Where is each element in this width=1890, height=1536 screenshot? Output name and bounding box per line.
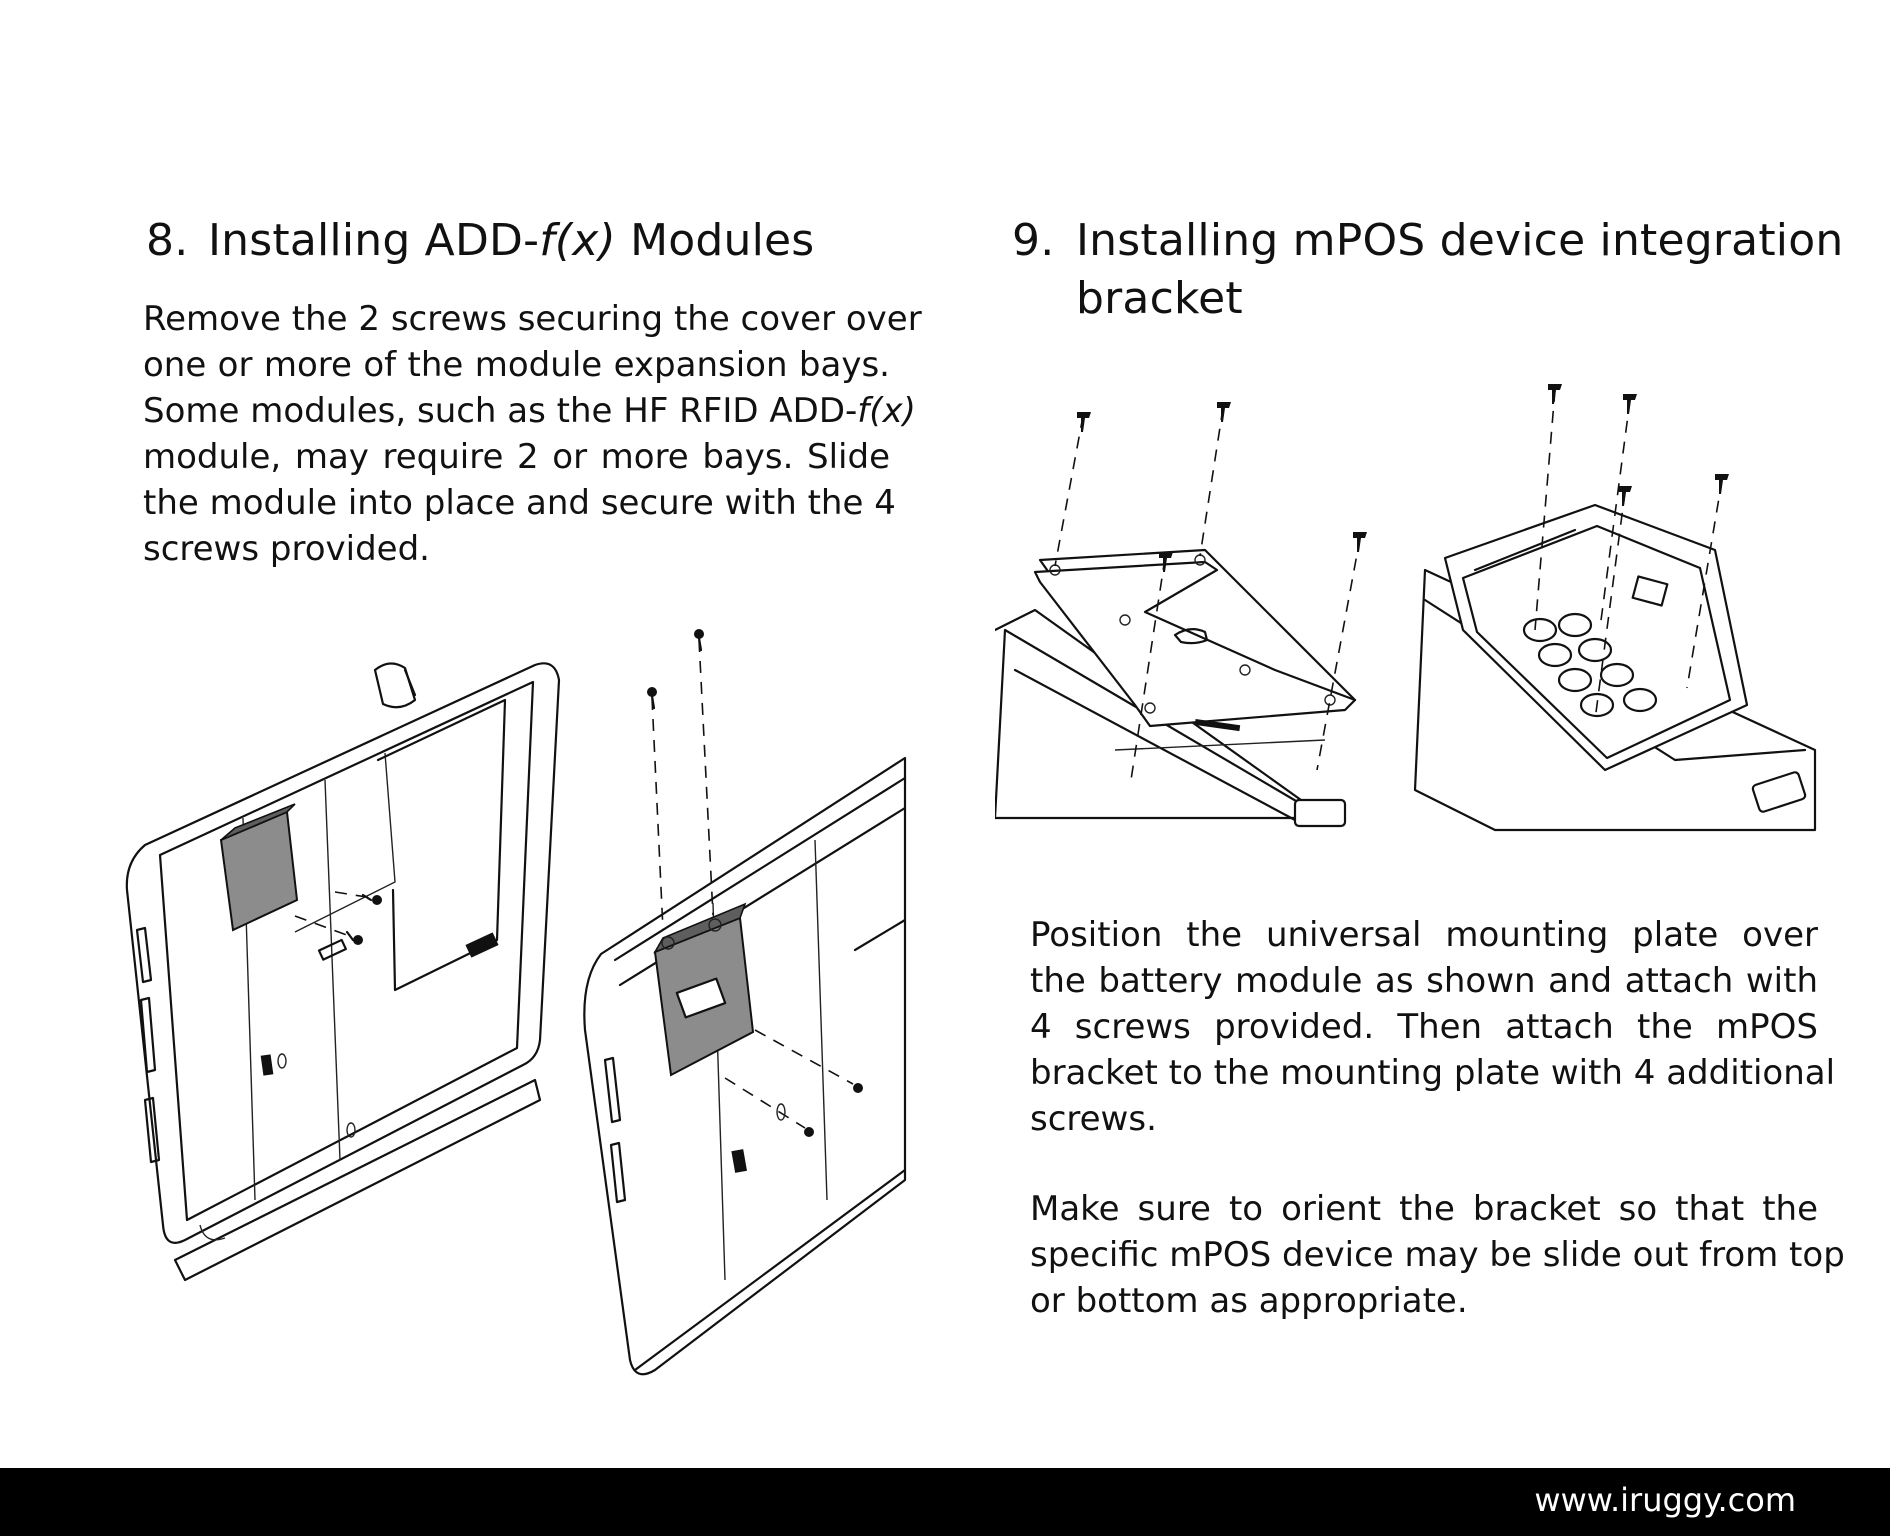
section-9-p2-line-2: specific mPOS device may be slide out fr… — [1030, 1235, 1845, 1275]
bracket-bosses — [1522, 612, 1658, 718]
section-8-line-3-italic: f(x) — [857, 391, 916, 431]
section-9-title-line-2: bracket — [1076, 273, 1243, 324]
mpos-bracket-assembly — [1413, 384, 1817, 832]
section-8-title-suffix: Modules — [615, 215, 815, 266]
section-8-line-3: Some modules, such as the HF RFID ADD-f(… — [143, 388, 916, 434]
add-fx-module-illustration — [125, 629, 907, 1376]
mounting-plate-assembly — [995, 402, 1367, 828]
section-9-paragraph-2: Make sure to orient the bracket so that … — [1030, 1186, 1845, 1324]
section-8-title: 8. Installing ADD-f(x) Modules — [146, 212, 814, 270]
mpos-bracket-illustration — [995, 384, 1817, 832]
section-9-p1-line-5: screws. — [1030, 1099, 1157, 1139]
section-8-line-4: module, may require 2 or more bays. Slid… — [143, 434, 890, 480]
footer-bar: www.iruggy.com — [0, 1468, 1890, 1536]
section-9-number: 9. — [1012, 215, 1055, 266]
section-8-line-6: screws provided. — [143, 526, 890, 572]
section-8-line-2: one or more of the module expansion bays… — [143, 342, 890, 388]
section-8-number: 8. — [146, 215, 189, 266]
section-9-p2-line-3: or bottom as appropriate. — [1030, 1281, 1468, 1321]
section-9-p1-line-1: Position the universal mounting plate ov… — [1030, 915, 1818, 955]
section-8-title-italic: f(x) — [539, 215, 616, 266]
section-8-line-4-text: module, may require 2 or more bays. Slid… — [143, 437, 890, 477]
section-8-line-1-text: Remove the 2 screws securing the cover o… — [143, 299, 922, 339]
tablet-back-view-right — [583, 629, 907, 1376]
section-8-line-5: the module into place and secure with th… — [143, 480, 896, 526]
section-9-paragraph-1: Position the universal mounting plate ov… — [1030, 912, 1836, 1142]
section-9-p1-line-3: 4 screws provided. Then attach the mPOS — [1030, 1007, 1818, 1047]
section-8-line-1: Remove the 2 screws securing the cover o… — [143, 296, 922, 342]
section-9-p1-line-4: bracket to the mounting plate with 4 add… — [1030, 1053, 1836, 1093]
tablet-back-view-left — [125, 662, 561, 1282]
section-9-title-line-1: Installing mPOS device integration — [1076, 215, 1844, 266]
section-9-p1-line-2: the battery module as shown and attach w… — [1030, 961, 1818, 1001]
section-8-line-2-text: one or more of the module expansion bays… — [143, 345, 890, 385]
section-8-paragraph: Remove the 2 screws securing the cover o… — [143, 296, 922, 572]
section-9-p2-line-1: Make sure to orient the bracket so that … — [1030, 1189, 1818, 1229]
section-8-title-text: Installing ADD- — [208, 215, 540, 266]
section-8-line-5-text: the module into place and secure with th… — [143, 483, 896, 523]
section-8-line-6-text: screws provided. — [143, 529, 430, 569]
section-8-line-3-text: Some modules, such as the HF RFID ADD- — [143, 391, 858, 431]
footer-website-link[interactable]: www.iruggy.com — [1534, 1481, 1796, 1519]
section-9-title: 9. Installing mPOS device integration bra… — [1012, 212, 1843, 328]
